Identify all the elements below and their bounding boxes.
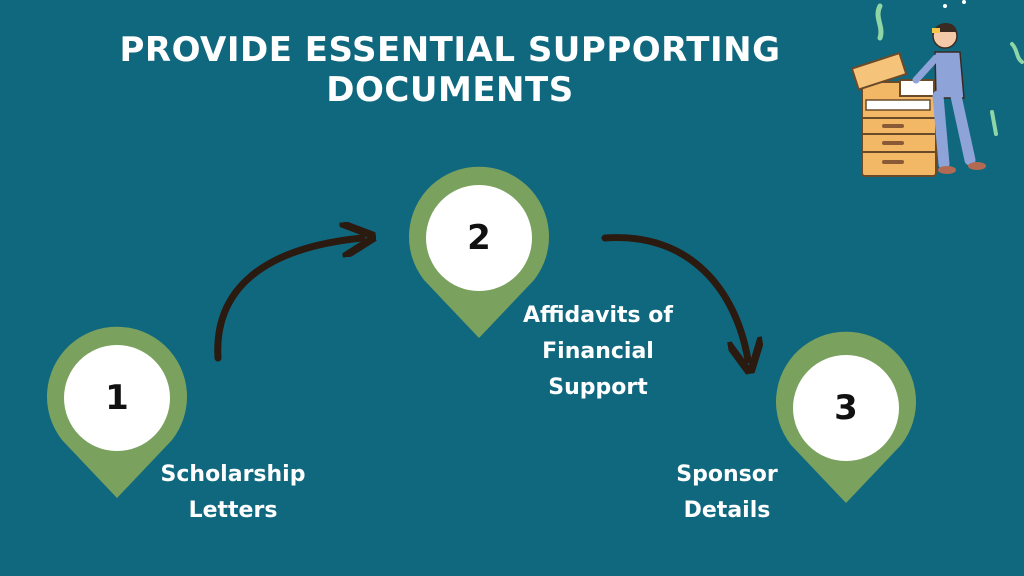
arrow-1-to-2 xyxy=(214,238,362,362)
step-3-label: Sponsor Details xyxy=(652,457,802,529)
step-1-pin xyxy=(47,326,188,498)
step-3-label-line-2: Details xyxy=(683,498,771,523)
step-1-label-line-1: Scholarship xyxy=(160,462,306,487)
person-at-photocopier-illustration xyxy=(850,0,1024,177)
step-1-label: Scholarship Letters xyxy=(148,457,318,529)
page-title: PROVIDE ESSENTIAL SUPPORTING DOCUMENTS xyxy=(0,30,900,110)
step-2-label-line-1: Affidavits of xyxy=(523,303,673,328)
step-1-number: 1 xyxy=(105,378,129,418)
step-3-number: 3 xyxy=(834,388,858,428)
step-3-pin xyxy=(775,331,916,503)
step-2-number: 2 xyxy=(467,218,491,258)
step-2-label-line-2: Financial xyxy=(542,339,654,364)
step-2-label: Affidavits of Financial Support xyxy=(505,298,691,406)
title-line-1: PROVIDE ESSENTIAL SUPPORTING xyxy=(119,30,781,70)
step-2-pin xyxy=(409,166,550,338)
arrow-2-to-3 xyxy=(601,234,748,360)
step-3-label-line-1: Sponsor xyxy=(676,462,778,487)
step-2-label-line-3: Support xyxy=(548,375,648,400)
step-1-label-line-2: Letters xyxy=(188,498,278,523)
title-line-2: DOCUMENTS xyxy=(326,70,574,110)
